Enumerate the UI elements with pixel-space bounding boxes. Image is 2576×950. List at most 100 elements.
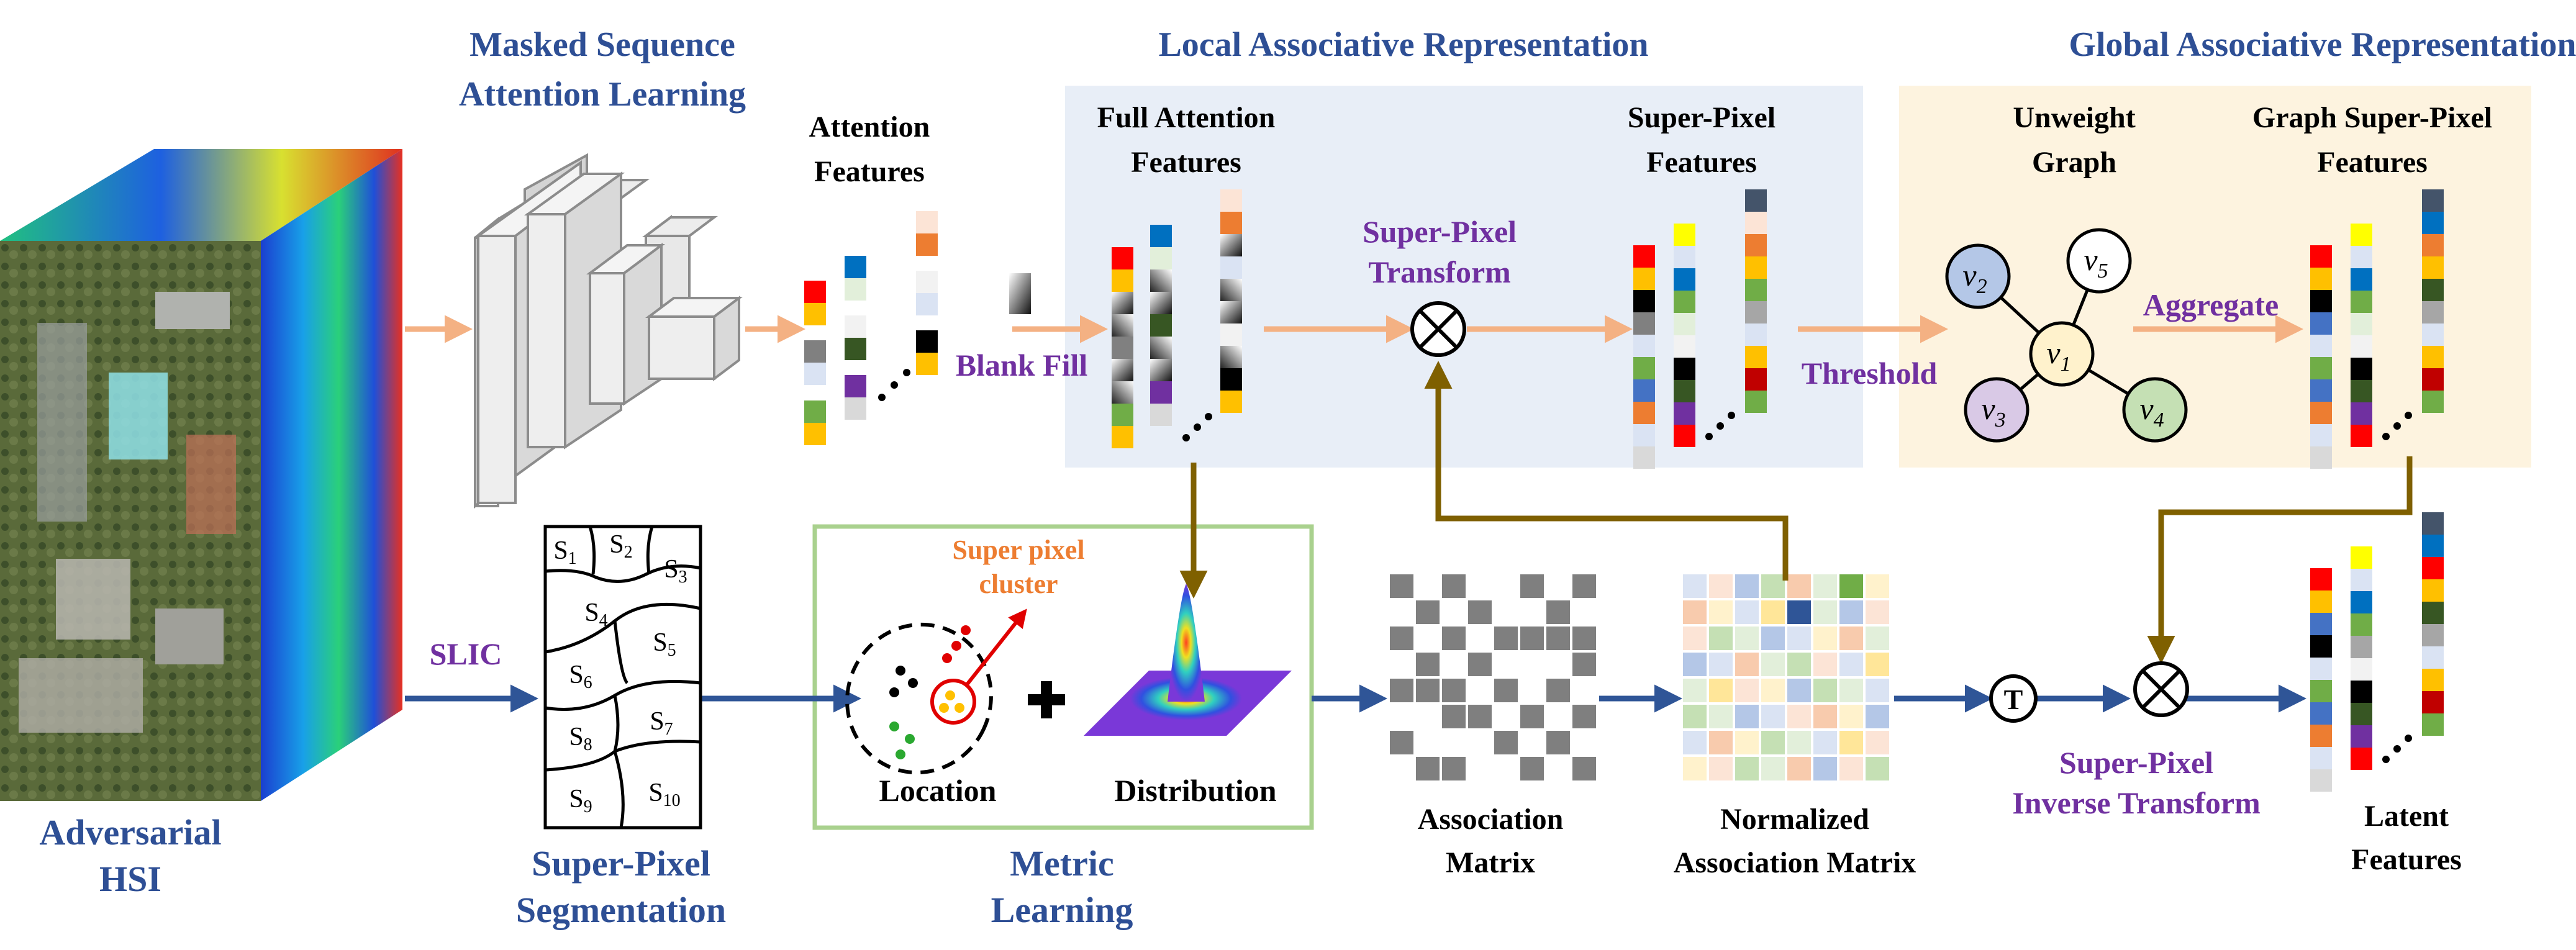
distribution-label: Distribution [1114,773,1276,808]
assoc-matrix-label-2: Matrix [1446,846,1535,879]
brown-arrows [1179,361,2413,664]
norm-cell [1813,757,1837,780]
plus-icon [1028,681,1065,718]
global-title: Global Associative Representation [2069,25,2576,64]
norm-cell [1866,757,1889,780]
assoc-cell [1546,574,1570,598]
norm-cell [1761,679,1785,702]
norm-cell [1709,731,1733,754]
node-v2 [1945,243,2011,309]
assoc-cell [1468,731,1492,754]
norm-cell [1735,757,1759,780]
norm-cell [1787,653,1811,676]
assoc-cell [1468,600,1492,624]
assoc-cell [1442,705,1466,728]
inverse-transform-operator [2133,661,2189,717]
assoc-cell [1572,757,1596,780]
transpose-label: T [2004,684,2023,715]
assoc-cell [1390,600,1413,624]
assoc-cell [1520,731,1544,754]
norm-cell [1709,679,1733,702]
assoc-cell [1546,600,1570,624]
norm-cell [1683,600,1707,624]
assoc-cell [1416,705,1440,728]
assoc-cell [1520,757,1544,780]
masked-title-1: Masked Sequence [469,25,735,64]
adversarial-label-2: HSI [99,859,161,899]
norm-cell [1839,705,1863,728]
assoc-cell [1546,705,1570,728]
assoc-matrix-label-1: Association [1418,803,1564,836]
norm-cell [1761,731,1785,754]
norm-cell [1683,757,1707,780]
assoc-cell [1468,653,1492,676]
location-label: Location [879,773,997,808]
norm-cell [1709,705,1733,728]
assoc-cell [1442,731,1466,754]
assoc-cell [1468,679,1492,702]
latent-label-1: Latent [2364,800,2449,833]
norm-cell [1787,600,1811,624]
assoc-cell [1390,757,1413,780]
norm-cell [1866,705,1889,728]
norm-cell [1866,627,1889,650]
unweight-graph-label-2: Graph [2032,146,2116,179]
norm-cell [1683,705,1707,728]
graph-sp-label-1: Graph Super-Pixel [2252,101,2492,134]
hsi-top-face [0,149,402,241]
assoc-cell [1468,574,1492,598]
hsi-cube [0,149,402,801]
norm-cell [1787,627,1811,650]
assoc-cell [1572,679,1596,702]
norm-cell [1761,627,1785,650]
attention-features [804,211,938,445]
assoc-cell [1390,731,1413,754]
assoc-cell [1546,731,1570,754]
assoc-cell [1494,627,1518,650]
superpixel-features [1633,189,1767,469]
norm-cell [1735,705,1759,728]
sp-transform-label-1: Super-Pixel [1363,214,1517,249]
local-panel [1065,86,1863,468]
unweight-graph [1945,228,2188,443]
association-matrix [1390,574,1596,780]
latent-features [2310,512,2444,792]
node-v4 [2122,377,2188,443]
assoc-cell [1546,679,1570,702]
threshold-label: Threshold [1802,356,1938,391]
assoc-cell [1572,627,1596,650]
norm-cell [1813,679,1837,702]
sp-cluster-label-2: cluster [979,569,1058,599]
norm-cell [1761,705,1785,728]
slic-label: SLIC [430,636,502,671]
norm-cell [1735,574,1759,598]
assoc-cell [1442,679,1466,702]
assoc-cell [1572,574,1596,598]
norm-cell [1839,627,1863,650]
sp-cluster-label-1: Super pixel [952,535,1084,565]
graph-sp-label-2: Features [2317,146,2428,179]
norm-cell [1709,757,1733,780]
norm-cell [1839,574,1863,598]
assoc-cell [1494,731,1518,754]
node-v5 [2066,228,2132,294]
assoc-cell [1520,705,1544,728]
full-attention-label-1: Full Attention [1097,101,1276,134]
norm-cell [1813,653,1837,676]
norm-cell [1839,600,1863,624]
assoc-cell [1442,574,1466,598]
norm-cell [1683,574,1707,598]
norm-cell [1787,731,1811,754]
masked-title-2: Attention Learning [459,75,746,114]
norm-cell [1787,757,1811,780]
norm-cell [1761,757,1785,780]
norm-cell [1787,574,1811,598]
metric-label-2: Learning [991,890,1133,930]
norm-cell [1735,600,1759,624]
norm-cell [1866,600,1889,624]
assoc-cell [1520,653,1544,676]
svg-text:S9: S9 [569,785,592,817]
node-v1 [2029,321,2095,387]
norm-cell [1813,705,1837,728]
norm-cell [1839,757,1863,780]
